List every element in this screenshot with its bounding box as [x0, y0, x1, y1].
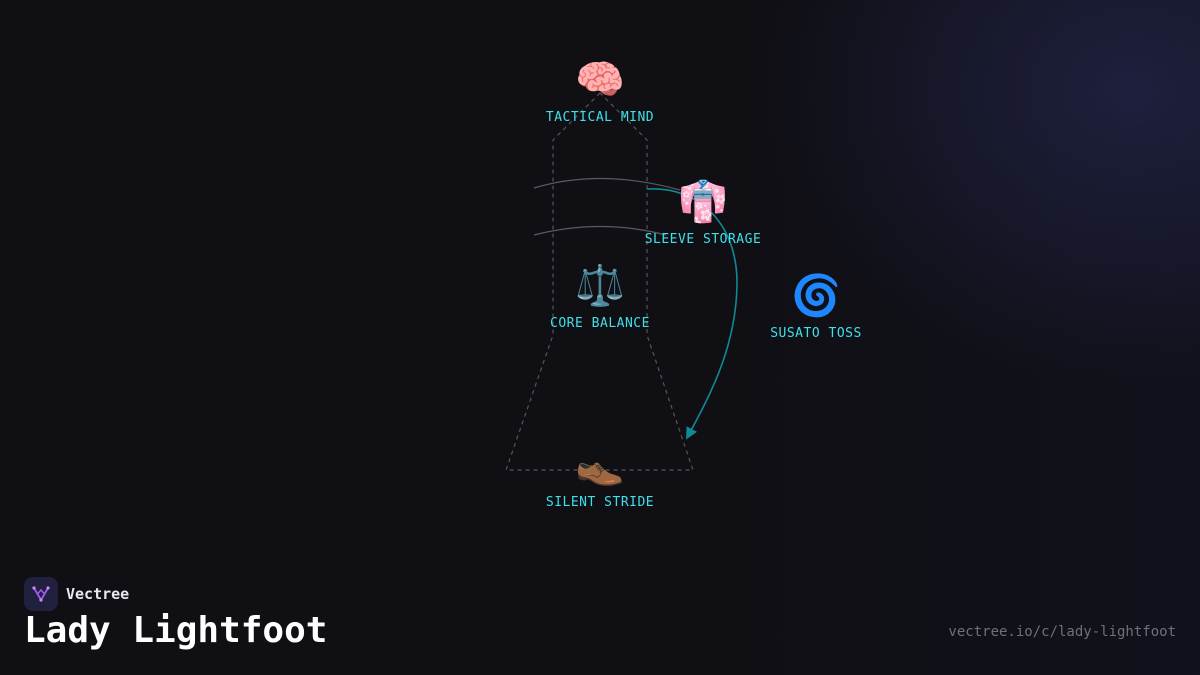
cyclone-icon: 🌀 — [791, 273, 841, 319]
vectree-logo-icon — [24, 577, 58, 611]
node-label: TACTICAL MIND — [545, 110, 655, 125]
sleeve-arc-upper — [533, 177, 681, 191]
kimono-icon: 👘 — [678, 179, 728, 225]
node-label: CORE BALANCE — [550, 316, 650, 331]
balance-scale-icon: ⚖️ — [575, 263, 625, 309]
node-silent-stride[interactable]: 👞 SILENT STRIDE — [500, 441, 700, 510]
node-sleeve-storage[interactable]: 👘 SLEEVE STORAGE — [603, 178, 803, 247]
node-label: SLEEVE STORAGE — [644, 232, 762, 247]
brain-icon: 🧠 — [575, 57, 625, 103]
node-label: SUSATO TOSS — [770, 326, 862, 341]
shoe-icon: 👞 — [575, 442, 625, 488]
node-label: SILENT STRIDE — [545, 495, 655, 510]
page-url[interactable]: vectree.io/c/lady-lightfoot — [948, 624, 1176, 640]
toss-arrow — [646, 188, 738, 440]
node-tactical-mind[interactable]: 🧠 TACTICAL MIND — [500, 56, 700, 125]
node-core-balance[interactable]: ⚖️ CORE BALANCE — [500, 262, 700, 331]
node-susato-toss[interactable]: 🌀 SUSATO TOSS — [716, 272, 916, 341]
figure-outline — [505, 92, 694, 471]
sleeve-arc-lower — [533, 225, 667, 236]
page-title: Lady Lightfoot — [24, 610, 328, 651]
brand[interactable]: Vectree — [24, 577, 129, 611]
brand-name: Vectree — [66, 585, 130, 603]
